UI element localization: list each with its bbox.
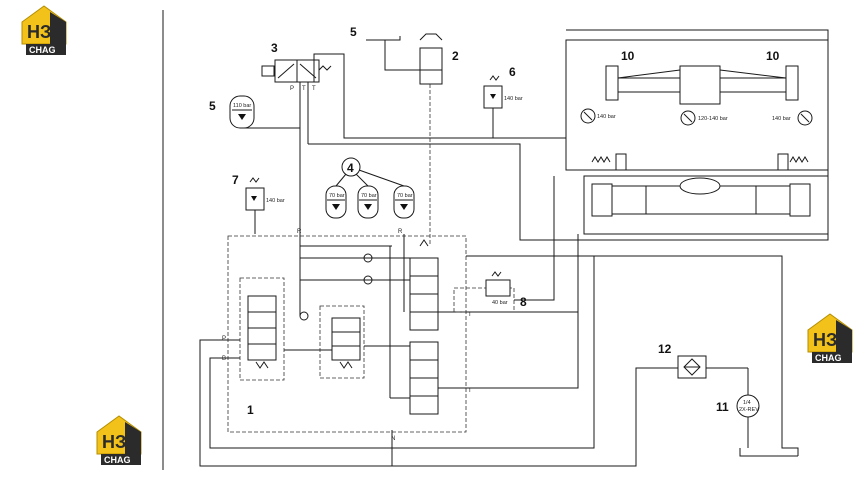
port-p-valve3: P xyxy=(290,86,294,92)
label-12: 12 xyxy=(658,342,672,356)
pressure-acc-4b: 70 bar xyxy=(361,193,377,199)
label-6: 6 xyxy=(509,65,516,79)
label-4: 4 xyxy=(347,161,354,175)
label-10-right: 10 xyxy=(766,49,780,63)
port-n: N xyxy=(391,436,395,442)
pressure-acc-4c: 70 bar xyxy=(397,193,413,199)
logo-text-bottom: CHAG xyxy=(29,45,56,55)
label-9: 5 xyxy=(350,25,357,39)
pressure-gauge-mid: 120-140 bar xyxy=(698,116,728,122)
label-3: 3 xyxy=(271,41,278,55)
pressure-valve-7: 140 bar xyxy=(266,198,285,204)
brake-master-cylinder-2 xyxy=(419,47,443,85)
pump-text-2: 2X-REV xyxy=(739,407,759,413)
port-b: B xyxy=(222,356,226,362)
label-7: 7 xyxy=(232,173,239,187)
pressure-valve-6: 140 bar xyxy=(504,96,523,102)
label-2: 2 xyxy=(452,49,459,63)
pressure-valve-8: 40 bar xyxy=(492,300,508,306)
brand-logo-bottom-left: НЗ CHAG xyxy=(96,415,142,465)
accumulators-4: 70 bar 70 bar 70 bar xyxy=(325,157,415,219)
logo-text-bottom: CHAG xyxy=(815,353,842,363)
port-t2: T xyxy=(468,388,472,394)
port-t2-valve3: T xyxy=(312,86,316,92)
logo-text-top: НЗ xyxy=(102,432,126,452)
brand-logo-top-left: НЗ CHAG xyxy=(21,5,67,55)
pressure-gauge-left: 140 bar xyxy=(597,114,616,120)
port-r2: R xyxy=(398,229,403,235)
accumulator-5: 110 bar xyxy=(229,95,255,129)
port-t-valve3: T xyxy=(302,86,306,92)
pressure-acc-5: 110 bar xyxy=(233,103,251,109)
brake-pedal-9 xyxy=(366,33,443,71)
port-t1: T xyxy=(468,312,472,318)
label-1: 1 xyxy=(247,403,254,417)
logo-text-top: НЗ xyxy=(813,330,837,350)
solenoid-valve-3: P T T xyxy=(261,59,332,92)
logo-text-bottom: CHAG xyxy=(104,455,131,465)
label-10-left: 10 xyxy=(621,49,635,63)
label-8: 8 xyxy=(520,295,527,309)
relief-valve-7: 140 bar xyxy=(245,177,285,211)
pump-11: 1/4 2X-REV xyxy=(736,394,760,418)
logo-text-top: НЗ xyxy=(27,22,51,42)
pump-text-1: 1/4 xyxy=(743,400,751,406)
pressure-gauge-right: 140 bar xyxy=(772,116,791,122)
label-5: 5 xyxy=(209,99,216,113)
port-p: P xyxy=(222,336,226,342)
pressure-acc-4a: 70 bar xyxy=(329,193,345,199)
main-valve-block-1 xyxy=(227,234,467,433)
filter-12 xyxy=(677,355,707,379)
relief-valve-8: 40 bar xyxy=(453,271,515,313)
brand-logo-right: НЗ CHAG xyxy=(807,313,853,363)
hydraulic-lines xyxy=(199,29,829,467)
relief-valve-6: 140 bar xyxy=(483,75,523,109)
steering-axle-assembly: 140 bar 120-140 bar 140 bar xyxy=(565,39,829,235)
label-11: 11 xyxy=(716,400,729,414)
